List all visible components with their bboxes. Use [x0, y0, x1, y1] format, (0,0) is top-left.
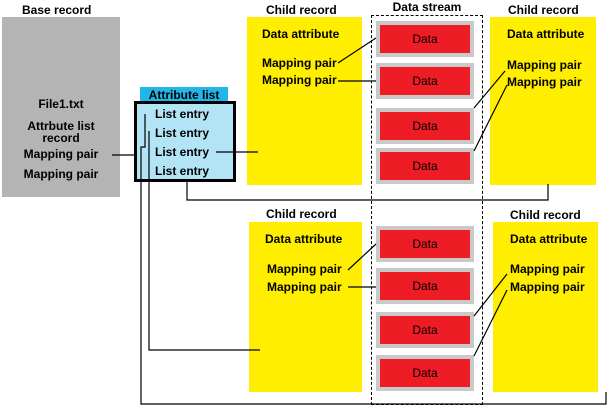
child-record-2-mapping-pair-2: Mapping pair — [507, 75, 582, 89]
connector-entry2-to-child3 — [148, 131, 260, 351]
child-record-2-box — [490, 17, 596, 185]
data-block-1: Data — [376, 21, 474, 57]
list-entry-1: List entry — [155, 107, 210, 121]
child-record-1-title: Child record — [266, 3, 337, 17]
child-record-4-box — [493, 222, 598, 392]
data-block-6: Data — [376, 268, 474, 304]
base-record-attr-list-line1: Attrbute list — [27, 119, 95, 133]
child-record-2-title: Child record — [508, 3, 579, 17]
child-record-3-mapping-pair-1: Mapping pair — [267, 262, 342, 276]
data-block-5: Data — [376, 226, 474, 262]
base-record-attr-list-line2: record — [42, 131, 80, 145]
child-record-1-mapping-pair-1: Mapping pair — [262, 56, 337, 70]
child-record-3-data-attribute: Data attribute — [265, 232, 343, 246]
base-record-title: Base record — [22, 3, 92, 17]
base-record-file-name: File1.txt — [38, 97, 84, 111]
child-record-3-mapping-pair-2: Mapping pair — [267, 280, 342, 294]
attribute-list-tab — [140, 87, 228, 103]
base-record-mapping-pair-1: Mapping pair — [23, 147, 99, 161]
base-record-mapping-pair-2: Mapping pair — [23, 167, 99, 181]
connector-c1-mp1-to-data1 — [337, 37, 377, 64]
list-entry-3: List entry — [155, 145, 210, 159]
child-record-4-data-attribute: Data attribute — [510, 232, 588, 246]
data-stream-title: Data stream — [392, 0, 462, 14]
data-block-7-label: Data — [412, 323, 438, 337]
data-block-3: Data — [376, 108, 474, 144]
data-block-1-label: Data — [412, 32, 438, 46]
data-block-4: Data — [376, 148, 474, 184]
connector-entry1-to-child4 — [140, 114, 607, 405]
child-record-1-mapping-pair-2: Mapping pair — [262, 73, 337, 87]
connector-c2-mp1-to-data3 — [473, 70, 506, 109]
child-record-3-title: Child record — [266, 207, 337, 221]
attribute-list-title: Attribute list — [148, 88, 220, 102]
data-block-4-label: Data — [412, 159, 438, 173]
child-record-4-mapping-pair-2: Mapping pair — [510, 280, 585, 294]
child-record-2-mapping-pair-1: Mapping pair — [507, 58, 582, 72]
connector-entry4-to-child2 — [186, 182, 549, 201]
data-block-6-label: Data — [412, 279, 438, 293]
child-record-1-data-attribute: Data attribute — [262, 27, 340, 41]
data-block-2-label: Data — [412, 74, 438, 88]
child-record-2-data-attribute: Data attribute — [507, 27, 585, 41]
list-entry-2: List entry — [155, 126, 210, 140]
connector-c4-mp2-to-data8 — [473, 289, 508, 357]
child-record-4-title: Child record — [510, 208, 581, 222]
connector-c2-mp2-to-data4 — [473, 84, 508, 152]
data-block-7: Data — [376, 312, 474, 348]
data-block-2: Data — [376, 63, 474, 99]
list-entry-4: List entry — [155, 164, 210, 178]
data-block-8-label: Data — [412, 366, 438, 380]
data-block-5-label: Data — [412, 237, 438, 251]
child-record-3-box — [249, 222, 362, 392]
child-record-1-box — [247, 17, 362, 185]
connector-c4-mp1-to-data7 — [473, 273, 508, 317]
child-record-4-mapping-pair-1: Mapping pair — [510, 262, 585, 276]
data-block-8: Data — [376, 355, 474, 391]
connector-c3-mp1-to-data5 — [347, 243, 377, 271]
base-record-box — [2, 17, 120, 197]
data-block-3-label: Data — [412, 119, 438, 133]
attribute-list-box — [134, 101, 236, 182]
